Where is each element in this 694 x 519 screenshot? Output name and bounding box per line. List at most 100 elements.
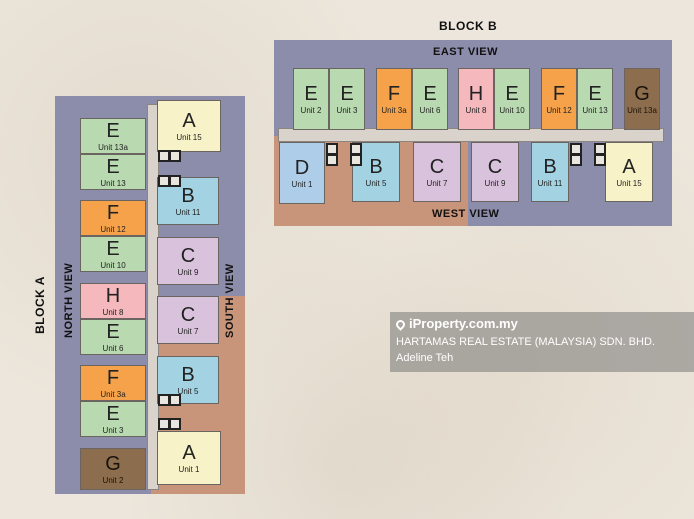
unit-name: Unit 3a (381, 105, 407, 115)
unit-name: Unit 5 (177, 386, 199, 396)
stair-icon (169, 394, 181, 406)
unit-type: B (181, 184, 195, 207)
unit-type: D (294, 156, 310, 179)
unit-type: G (105, 452, 121, 475)
unit-type: E (106, 402, 120, 425)
unit-type: E (304, 82, 318, 105)
unit-name: Unit 8 (465, 105, 487, 115)
unit-type: E (106, 237, 120, 260)
unit-type: E (106, 119, 120, 142)
watermark-logo-text: iProperty.com.my (409, 316, 518, 331)
unit-name: Unit 10 (499, 105, 525, 115)
block-b-label: BLOCK B (439, 19, 498, 33)
stair-icon (169, 175, 181, 187)
unit-type: H (105, 284, 121, 307)
unit-type: C (180, 303, 196, 326)
unit-name: Unit 9 (484, 178, 506, 188)
unit-type: E (423, 82, 437, 105)
unit-type: E (588, 82, 602, 105)
unit-name: Unit 13 (100, 178, 126, 188)
unit-name: Unit 1 (178, 464, 200, 474)
unit-name: Unit 15 (616, 178, 642, 188)
unit-type: H (468, 82, 484, 105)
unit-name: Unit 11 (537, 178, 563, 188)
unit-name: Unit 12 (100, 224, 126, 234)
unit-type: B (369, 155, 383, 178)
unit-name: Unit 13a (627, 105, 657, 115)
south-view-label: SOUTH VIEW (224, 263, 236, 338)
unit-name: Unit 6 (419, 105, 441, 115)
location-pin-icon (394, 318, 407, 331)
unit-name: Unit 10 (100, 260, 126, 270)
unit-type: E (106, 155, 120, 178)
watermark-company: HARTAMAS REAL ESTATE (MALAYSIA) SDN. BHD… (396, 336, 655, 348)
unit-name: Unit 7 (177, 326, 199, 336)
block-a-label: BLOCK A (33, 276, 47, 334)
watermark-logo: iProperty.com.my (394, 316, 518, 331)
unit-type: A (182, 109, 196, 132)
watermark-agent: Adeline Teh (396, 352, 454, 364)
unit-type: F (552, 82, 566, 105)
unit-type: F (387, 82, 401, 105)
unit-name: Unit 12 (546, 105, 572, 115)
unit-type: C (487, 155, 503, 178)
stair-icon (169, 150, 181, 162)
unit-type: A (182, 441, 196, 464)
unit-type: F (106, 366, 120, 389)
unit-name: Unit 1 (291, 179, 313, 189)
stair-icon (594, 154, 606, 166)
unit-name: Unit 15 (176, 132, 202, 142)
watermark: iProperty.com.my HARTAMAS REAL ESTATE (M… (390, 312, 694, 372)
stair-icon (350, 154, 362, 166)
unit-name: Unit 5 (365, 178, 387, 188)
unit-name: Unit 2 (300, 105, 322, 115)
unit-name: Unit 11 (175, 207, 201, 217)
east-view-label: EAST VIEW (433, 46, 499, 58)
stair-icon (169, 418, 181, 430)
unit-type: E (505, 82, 519, 105)
unit-type: A (622, 155, 636, 178)
unit-name: Unit 6 (102, 343, 124, 353)
unit-name: Unit 3 (336, 105, 358, 115)
unit-name: Unit 13 (582, 105, 608, 115)
stair-icon (326, 154, 338, 166)
north-view-label: NORTH VIEW (63, 262, 75, 338)
block-b-corridor (278, 128, 664, 142)
unit-name: Unit 9 (177, 267, 199, 277)
unit-name: Unit 3a (100, 389, 126, 399)
unit-name: Unit 8 (102, 307, 124, 317)
unit-name: Unit 2 (102, 475, 124, 485)
west-view-label: WEST VIEW (432, 208, 500, 220)
unit-type: E (106, 320, 120, 343)
unit-type: B (543, 155, 557, 178)
unit-type: C (180, 244, 196, 267)
unit-type: E (340, 82, 354, 105)
unit-name: Unit 7 (426, 178, 448, 188)
